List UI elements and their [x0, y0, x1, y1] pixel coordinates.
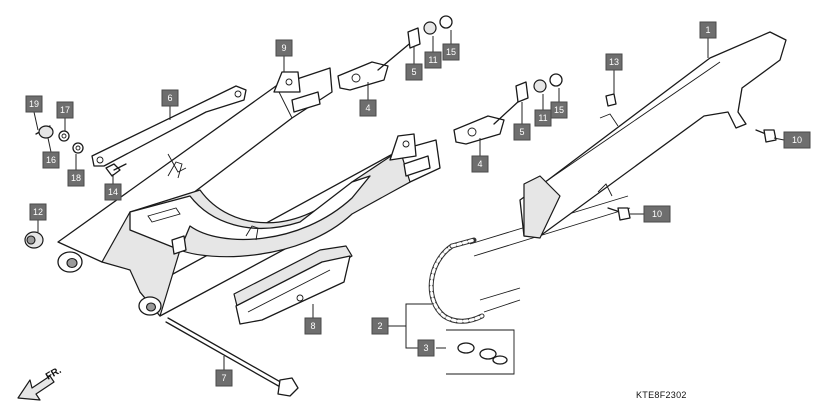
- callout-19[interactable]: 19: [25, 95, 43, 113]
- callout-3[interactable]: 3: [417, 339, 435, 357]
- front-direction-arrow: FR.: [17, 365, 64, 401]
- callout-11-upper[interactable]: 11: [424, 51, 442, 69]
- front-label: FR.: [44, 365, 64, 383]
- callout-number: 15: [446, 47, 456, 57]
- callout-number: 17: [60, 105, 70, 115]
- chain-slider: [233, 245, 353, 325]
- callout-number: 13: [609, 57, 619, 67]
- chain-adjuster-upper: [337, 15, 453, 91]
- callout-number: 11: [538, 113, 547, 123]
- callout-5-lower[interactable]: 5: [513, 123, 531, 141]
- chain-case: [519, 31, 787, 239]
- callout-5-upper[interactable]: 5: [405, 63, 423, 81]
- callout-number: 2: [377, 321, 382, 331]
- callout-7[interactable]: 7: [215, 369, 233, 387]
- callout-number: 4: [477, 159, 482, 169]
- callout-number: 9: [281, 43, 286, 53]
- fasteners-left: [24, 125, 127, 249]
- callout-9[interactable]: 9: [275, 39, 293, 57]
- callout-16[interactable]: 16: [42, 151, 60, 169]
- swingarm: [57, 67, 441, 317]
- callout-number: 8: [310, 321, 315, 331]
- diagram-code: KTE8F2302: [636, 390, 687, 400]
- callout-number: 16: [46, 155, 56, 165]
- callout-12[interactable]: 12: [29, 203, 47, 221]
- callout-number: 4: [365, 103, 370, 113]
- callout-15-lower[interactable]: 15: [550, 101, 568, 119]
- callout-17[interactable]: 17: [56, 101, 74, 119]
- callout-1[interactable]: 1: [699, 21, 717, 39]
- callout-number: 7: [221, 373, 226, 383]
- callout-4-lower[interactable]: 4: [471, 155, 489, 173]
- leader-lines: [33, 30, 785, 370]
- callout-number: 18: [71, 173, 81, 183]
- callout-18[interactable]: 18: [67, 169, 85, 187]
- callout-14[interactable]: 14: [104, 183, 122, 201]
- callout-number: 19: [29, 99, 39, 109]
- callout-2[interactable]: 2: [371, 317, 389, 335]
- callout-number: 5: [519, 127, 524, 137]
- callout-number: 10: [652, 209, 662, 219]
- callout-number: 10: [792, 135, 802, 145]
- callout-11-lower[interactable]: 11: [534, 109, 552, 127]
- callout-4-upper[interactable]: 4: [359, 99, 377, 117]
- callout-13[interactable]: 13: [605, 53, 623, 71]
- callout-8[interactable]: 8: [304, 317, 322, 335]
- pivot-bolt: [165, 317, 299, 397]
- callout-number: 1: [705, 25, 710, 35]
- chain-guard-plate: [91, 85, 247, 173]
- case-bolts: [607, 129, 777, 221]
- callout-6[interactable]: 6: [161, 89, 179, 107]
- callout-number: 6: [167, 93, 172, 103]
- callout-15-upper[interactable]: 15: [442, 43, 460, 61]
- callout-number: 11: [428, 55, 437, 65]
- callout-number: 15: [554, 105, 564, 115]
- callout-number: 14: [108, 187, 118, 197]
- chain-adjuster-lower: [453, 73, 563, 145]
- callout-number: 5: [411, 67, 416, 77]
- chain-master-link: [446, 329, 515, 375]
- callout-number: 3: [423, 343, 428, 353]
- callout-number: 12: [33, 207, 43, 217]
- callout-10-lower[interactable]: 10: [643, 205, 671, 223]
- callout-10-upper[interactable]: 10: [783, 131, 811, 149]
